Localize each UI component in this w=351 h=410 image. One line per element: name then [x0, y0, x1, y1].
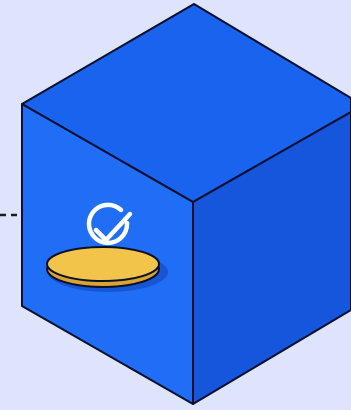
verified-token — [46, 246, 168, 292]
check-circle-icon — [86, 202, 133, 246]
token-face — [46, 246, 160, 282]
